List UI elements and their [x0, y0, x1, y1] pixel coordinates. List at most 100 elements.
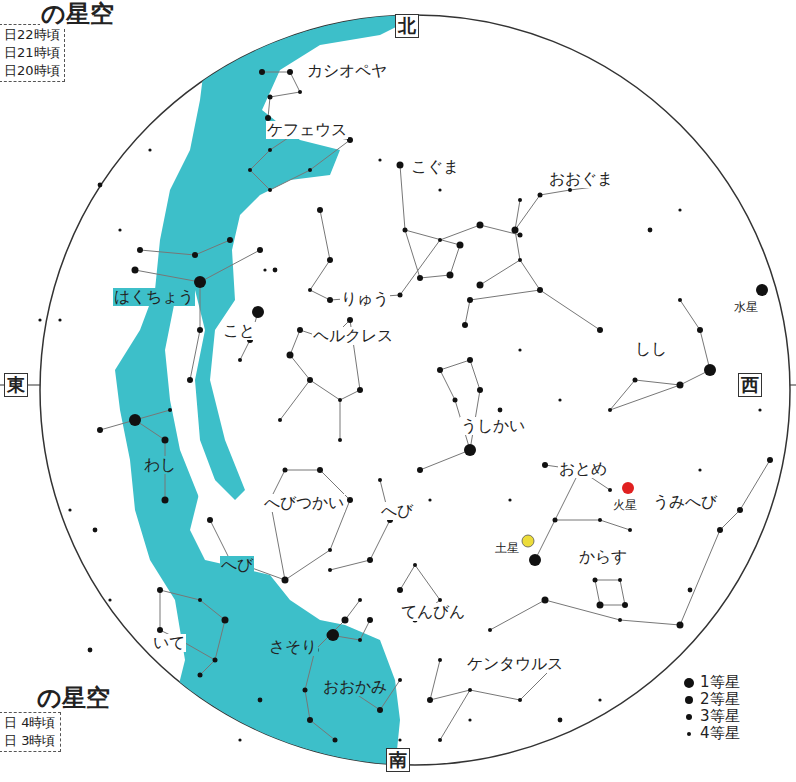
- star: [137, 247, 143, 253]
- star: [438, 188, 441, 191]
- star: [192, 252, 198, 258]
- constellation-line: [280, 380, 310, 420]
- star: [518, 698, 522, 702]
- direction-box: 南: [386, 748, 410, 772]
- star: [558, 398, 561, 401]
- legend-row: 1等星: [682, 674, 740, 691]
- star: [308, 168, 312, 172]
- star: [198, 598, 202, 602]
- direction-label: 北: [398, 15, 416, 37]
- star: [397, 587, 403, 593]
- star: [357, 387, 363, 393]
- star: [427, 697, 433, 703]
- star: [198, 673, 203, 678]
- star: [417, 467, 423, 473]
- star: [758, 408, 761, 411]
- constellation-name: からす: [578, 548, 628, 566]
- star: [97, 427, 103, 433]
- chart-title: の星空: [36, 684, 111, 712]
- star: [93, 528, 98, 533]
- star: [297, 327, 303, 333]
- star: [88, 648, 93, 653]
- constellation-line: [465, 290, 540, 325]
- constellation-name: しし: [634, 340, 668, 358]
- star: [618, 578, 622, 582]
- constellation-line: [420, 360, 480, 470]
- star: [633, 378, 638, 383]
- constellation-line: [595, 580, 625, 605]
- star: [148, 148, 151, 151]
- star: [347, 497, 353, 503]
- constellation-name: うみへび: [652, 493, 718, 511]
- star: [477, 222, 484, 229]
- first-magnitude-star: [194, 276, 206, 288]
- star: [467, 357, 473, 363]
- constellation-line: [515, 185, 610, 330]
- star: [108, 598, 111, 601]
- star: [367, 617, 373, 623]
- star: [68, 508, 71, 511]
- constellation-line: [610, 300, 710, 410]
- star: [518, 258, 522, 262]
- legend-dot: [682, 727, 696, 741]
- legend-text: 4等星: [700, 724, 740, 742]
- star: [518, 233, 523, 238]
- direction-box: 東: [4, 373, 28, 397]
- star: [553, 518, 558, 523]
- star: [537, 287, 543, 293]
- star: [377, 707, 383, 713]
- star: [697, 327, 703, 333]
- star: [542, 597, 549, 604]
- constellation-line: [610, 385, 680, 410]
- star: [417, 275, 423, 281]
- star: [398, 678, 402, 682]
- first-magnitude-star: [529, 554, 541, 566]
- first-magnitude-star: [704, 364, 716, 376]
- constellation-line: [515, 200, 520, 230]
- legend: 1等星2等星3等星4等星: [682, 674, 740, 742]
- mercury-dot: [756, 284, 768, 296]
- time-label: 日21時頃: [4, 44, 60, 62]
- constellation-name: こぐま: [410, 158, 460, 176]
- constellation-line: [310, 210, 520, 300]
- star: [58, 318, 61, 321]
- star: [338, 438, 342, 442]
- legend-row: 2等星: [682, 691, 740, 708]
- constellation-line: [262, 72, 300, 118]
- legend-dot: [682, 693, 696, 707]
- star: [477, 387, 483, 393]
- constellation-name: カシオペヤ: [306, 62, 388, 80]
- star: [397, 162, 404, 169]
- constellation-name: さそり: [268, 638, 318, 656]
- star: [347, 317, 353, 323]
- legend-dot: [682, 710, 696, 724]
- star: [498, 408, 503, 413]
- constellation-name: うしかい: [460, 417, 526, 435]
- legend-text: 2等星: [700, 690, 740, 708]
- planet-name: 水星: [733, 299, 759, 315]
- constellation-line: [250, 130, 350, 190]
- star: [398, 293, 403, 298]
- time-label: 日 3時頃: [4, 732, 56, 750]
- constellation-line: [400, 165, 460, 278]
- star: [438, 598, 442, 602]
- constellation-line: [140, 240, 230, 255]
- star: [258, 698, 263, 703]
- star: [453, 398, 458, 403]
- star: [157, 587, 163, 593]
- star: [227, 237, 233, 243]
- star: [477, 282, 484, 289]
- star: [677, 622, 684, 629]
- star: [248, 168, 252, 172]
- direction-label: 東: [7, 374, 25, 396]
- constellation-line: [210, 520, 285, 580]
- star: [213, 658, 218, 663]
- star: [558, 718, 563, 723]
- star: [238, 358, 242, 362]
- star: [398, 738, 401, 741]
- mars-dot: [622, 482, 634, 494]
- star: [282, 577, 289, 584]
- star: [438, 738, 442, 742]
- star: [333, 738, 338, 743]
